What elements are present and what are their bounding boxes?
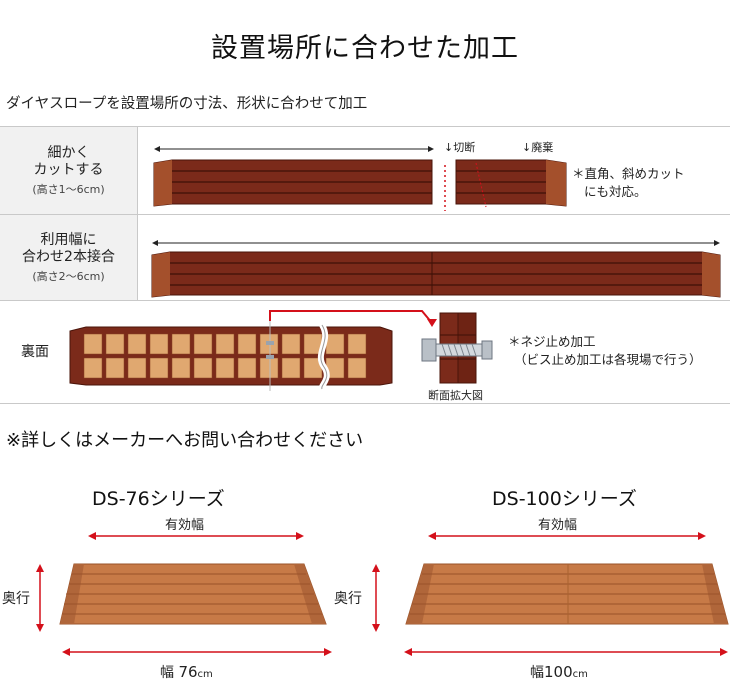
underside-cell (237, 333, 257, 355)
join-illustration (151, 240, 721, 298)
underside-cell (325, 333, 345, 355)
product-ds76-illustration (36, 532, 332, 656)
underside-cell (105, 357, 125, 379)
row-label-line: カットする (33, 161, 104, 178)
back-side-illustration (69, 310, 493, 391)
underside-cell (237, 357, 257, 379)
cut-marker: ↓切断 (444, 141, 476, 154)
underside-cell (83, 333, 103, 355)
row-fine-cut: 細かく カットする (高さ1～6cm) ↓切断 ↓廃棄 (0, 126, 730, 214)
effective-width-label: 有効幅 (538, 518, 578, 533)
row-label: 裏面 (0, 301, 70, 403)
underside-cell (149, 357, 169, 379)
row-join: 利用幅に 合わせ2本接合 (高さ2～6cm) (0, 214, 730, 300)
underside-cell (259, 357, 279, 379)
note-line: ＊ネジ止め加工 (508, 334, 596, 349)
screw-note: ＊ネジ止め加工 （ビス止め加工は各現場で行う） (508, 333, 702, 369)
page-subtitle: ダイヤスロープを設置場所の寸法、形状に合わせて加工 (6, 96, 368, 112)
underside-cell (215, 333, 235, 355)
note-line: ＊直角、斜めカット (572, 166, 685, 181)
cross-section-caption: 断面拡大図 (428, 389, 483, 402)
contact-notice: ※詳しくはメーカーへお問い合わせください (6, 430, 364, 451)
effective-width-label: 有効幅 (165, 518, 205, 533)
row-label-sub: (高さ2～6cm) (32, 269, 105, 283)
underside-cell (149, 333, 169, 355)
underside-cell (83, 357, 103, 379)
underside-cell (105, 333, 125, 355)
row-label-line: 合わせ2本接合 (22, 248, 115, 265)
underside-cell (193, 333, 213, 355)
depth-label: 奥行 (334, 591, 362, 607)
underside-cell (171, 333, 191, 355)
underside-cell (127, 357, 147, 379)
row-label-line: 細かく (47, 144, 90, 161)
page-title: 設置場所に合わせた加工 (211, 33, 519, 64)
underside-cell (347, 357, 367, 379)
row-label-line: 利用幅に (40, 231, 97, 248)
underside-cell (347, 333, 367, 355)
width-dimension: 幅100cm (530, 662, 588, 682)
row-label-sub: (高さ1～6cm) (32, 182, 105, 196)
product-series-title: DS-76シリーズ (92, 488, 225, 510)
product-ds100-illustration (372, 532, 729, 656)
width-unit: cm (197, 669, 213, 680)
cut-illustration (153, 146, 567, 211)
processing-spec-table: 細かく カットする (高さ1～6cm) ↓切断 ↓廃棄 (0, 126, 730, 404)
note-line: （ビス止め加工は各現場で行う） (514, 352, 702, 367)
underside-cell (171, 357, 191, 379)
width-unit: cm (572, 669, 588, 680)
underside-cell (193, 357, 213, 379)
row-back-side: 裏面 断面拡大図 (0, 300, 730, 404)
underside-cell (215, 357, 235, 379)
underside-cell (281, 357, 301, 379)
row-label-line: 裏面 (21, 343, 49, 360)
depth-label: 奥行 (2, 591, 30, 607)
discard-marker: ↓廃棄 (522, 141, 554, 154)
row-label: 細かく カットする (高さ1～6cm) (0, 127, 138, 214)
cut-note: ＊直角、斜めカット にも対応。 (572, 165, 685, 201)
width-value: 100 (544, 663, 573, 681)
width-label: 幅 (160, 665, 174, 681)
width-value: 76 (178, 663, 198, 681)
underside-cell (281, 333, 301, 355)
product-series-title: DS-100シリーズ (492, 488, 637, 510)
note-line: にも対応。 (584, 184, 647, 199)
underside-cell (127, 333, 147, 355)
row-label: 利用幅に 合わせ2本接合 (高さ2～6cm) (0, 215, 138, 300)
width-label: 幅 (530, 665, 544, 681)
width-dimension: 幅 76cm (160, 662, 213, 682)
